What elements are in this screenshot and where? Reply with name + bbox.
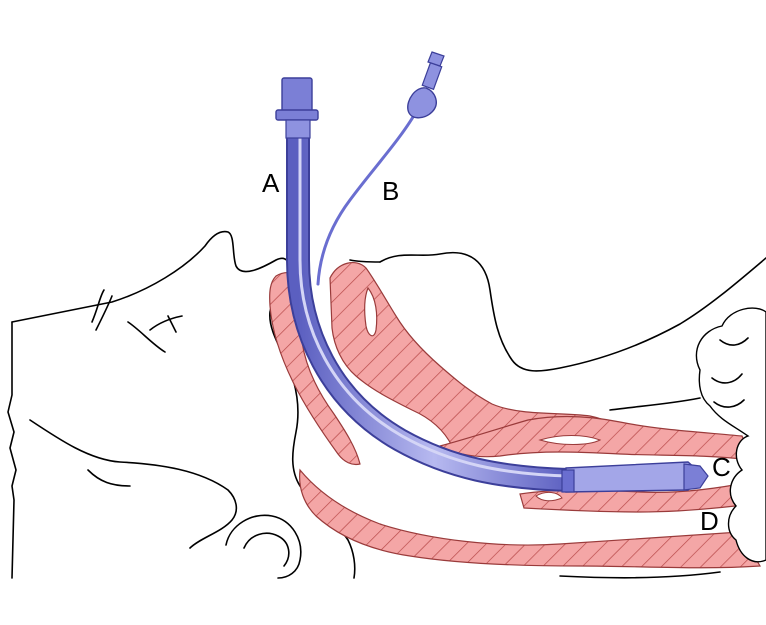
vocal-slit bbox=[538, 435, 602, 445]
tube-body bbox=[288, 122, 580, 490]
cuff-slit bbox=[535, 491, 563, 502]
eye-line bbox=[127, 315, 183, 353]
fluffy-tissue bbox=[695, 307, 766, 563]
pilot-line bbox=[316, 110, 418, 286]
label-d: D bbox=[700, 506, 719, 536]
pilot-valve bbox=[421, 61, 443, 91]
label-c: C bbox=[712, 452, 731, 482]
endotracheal-tube bbox=[275, 51, 709, 493]
cheek-crease bbox=[87, 469, 131, 487]
connector-neck bbox=[285, 119, 311, 139]
esophagus-band bbox=[299, 468, 762, 569]
eyebrow bbox=[91, 289, 113, 331]
label-a: A bbox=[262, 168, 280, 198]
right-tissue bbox=[695, 307, 766, 563]
tube-connector bbox=[281, 77, 313, 115]
label-b: B bbox=[382, 176, 399, 206]
tube-highlight bbox=[298, 132, 570, 478]
throat-line bbox=[349, 259, 381, 263]
tube-cuff bbox=[565, 461, 706, 493]
cuff-band bbox=[561, 469, 575, 493]
lower-neck-line bbox=[559, 397, 721, 579]
pilot-cap bbox=[427, 51, 445, 67]
pilot-balloon bbox=[407, 87, 437, 119]
tongue-tissue bbox=[329, 261, 629, 447]
tongue-cleft bbox=[364, 286, 378, 337]
head-back bbox=[7, 321, 17, 579]
neck-outline bbox=[379, 251, 766, 372]
connector-flange bbox=[275, 109, 319, 121]
airway-tissue bbox=[269, 261, 762, 569]
tube-tip bbox=[683, 463, 709, 491]
jaw-line bbox=[29, 419, 238, 549]
ear bbox=[225, 514, 302, 579]
fluffy-detail-1 bbox=[711, 337, 749, 408]
